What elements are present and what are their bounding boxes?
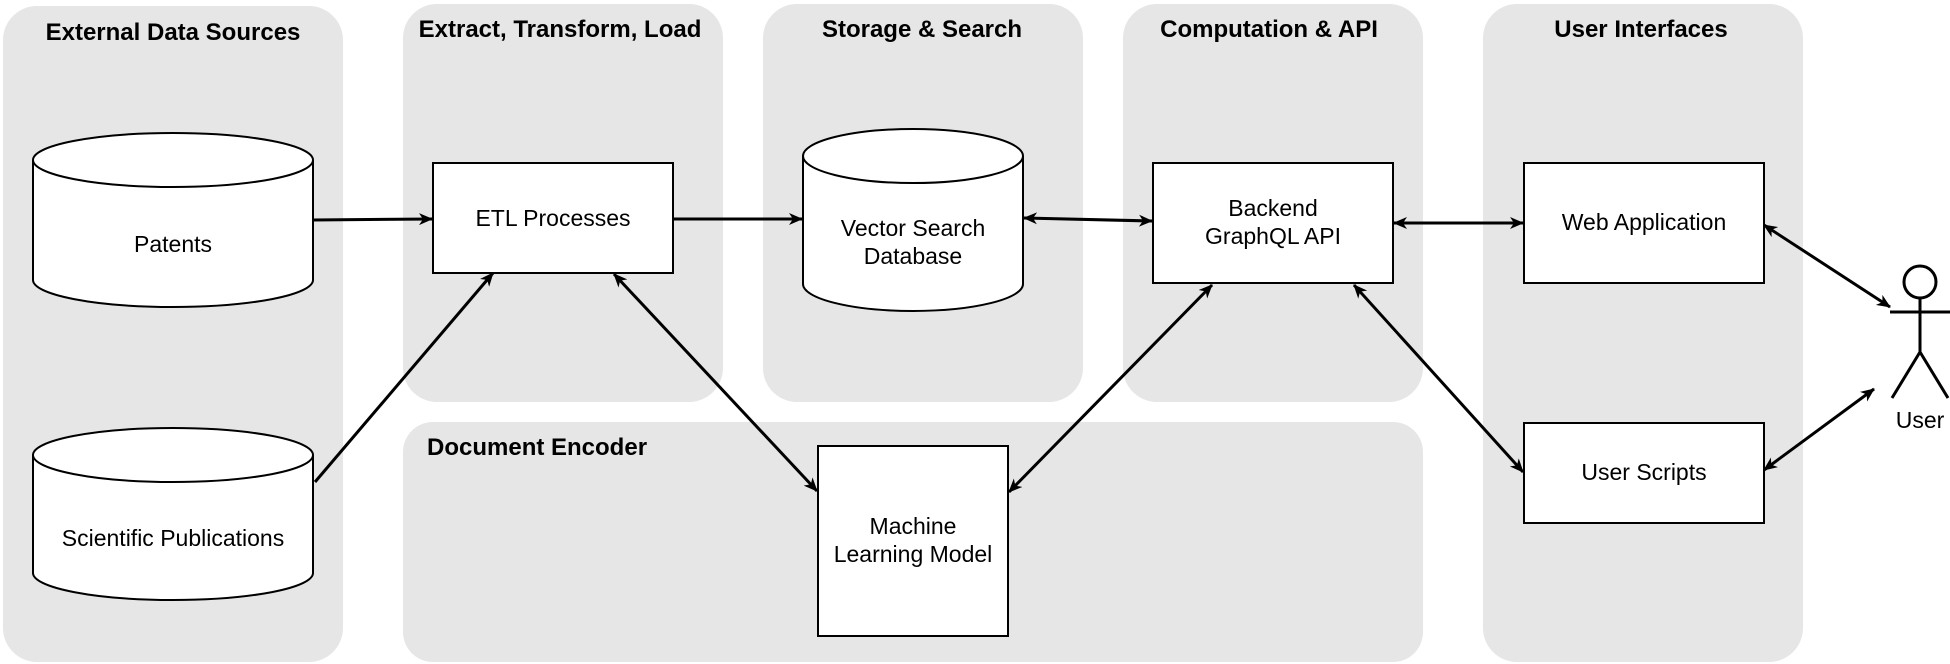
edge-vector-db-backend — [1023, 212, 1153, 227]
group-etl-title: Extract, Transform, Load — [419, 16, 702, 43]
group-compute-title: Computation & API — [1160, 16, 1378, 43]
node-user-scripts: User Scripts — [1523, 422, 1765, 524]
node-patents: Patents — [32, 132, 314, 308]
node-machine-learning-model: Machine Learning Model — [817, 445, 1009, 637]
edges — [312, 212, 1891, 494]
node-patents-label: Patents — [134, 231, 212, 257]
node-backend-box — [1152, 162, 1394, 284]
node-vector-db-line2: Database — [864, 243, 962, 269]
cylinder-top — [32, 132, 314, 188]
group-storage-title: Storage & Search — [822, 16, 1022, 43]
node-publications-label: Scientific Publications — [62, 525, 284, 551]
cylinder-body — [802, 156, 1024, 312]
edge-backend-user-scripts — [1352, 283, 1525, 474]
node-ml-line1: Machine — [870, 513, 957, 539]
node-web-app-box — [1523, 162, 1765, 284]
node-user-scripts-label: User Scripts — [1581, 459, 1706, 485]
node-etl-label: ETL Processes — [475, 205, 630, 231]
node-vector-db-line1: Vector Search — [841, 215, 985, 241]
node-etl-box — [432, 162, 674, 274]
node-ml-box — [817, 445, 1009, 637]
edge-web-app-user — [1763, 223, 1891, 309]
node-ml-line2: Learning Model — [834, 541, 993, 567]
cylinder-top — [32, 427, 314, 483]
edge-publications-to-etl — [313, 272, 495, 483]
node-backend-line2: GraphQL API — [1205, 223, 1341, 249]
user-actor-left-leg — [1890, 351, 1922, 399]
node-user-label: User — [1896, 407, 1945, 433]
group-external-title: External Data Sources — [46, 19, 301, 46]
edge-patents-to-etl — [312, 213, 433, 226]
node-web-app-label: Web Application — [1562, 209, 1727, 235]
cylinder-top — [802, 128, 1024, 184]
group-user-interfaces: User Interfaces — [1483, 4, 1803, 662]
group-ui-background — [1483, 4, 1803, 662]
edge-ml-model-backend — [1007, 283, 1214, 494]
cylinder-body — [32, 455, 314, 601]
node-web-application: Web Application — [1523, 162, 1765, 284]
edge-etl-ml-model — [612, 272, 819, 493]
user-actor-head-icon — [1902, 264, 1938, 300]
node-vector-search-database: Vector Search Database — [802, 128, 1024, 312]
group-ui-title: User Interfaces — [1554, 16, 1727, 43]
node-scientific-publications: Scientific Publications — [32, 427, 314, 601]
cylinder-body — [32, 160, 314, 308]
node-etl-processes: ETL Processes — [432, 162, 674, 274]
user-actor-right-leg — [1918, 351, 1950, 399]
group-encoder-title: Document Encoder — [427, 434, 647, 461]
edge-user-scripts-user — [1763, 387, 1875, 472]
node-backend-graphql-api: Backend GraphQL API — [1152, 162, 1394, 284]
node-user-actor — [1890, 264, 1950, 399]
node-user-scripts-box — [1523, 422, 1765, 524]
node-backend-line1: Backend — [1228, 195, 1318, 221]
